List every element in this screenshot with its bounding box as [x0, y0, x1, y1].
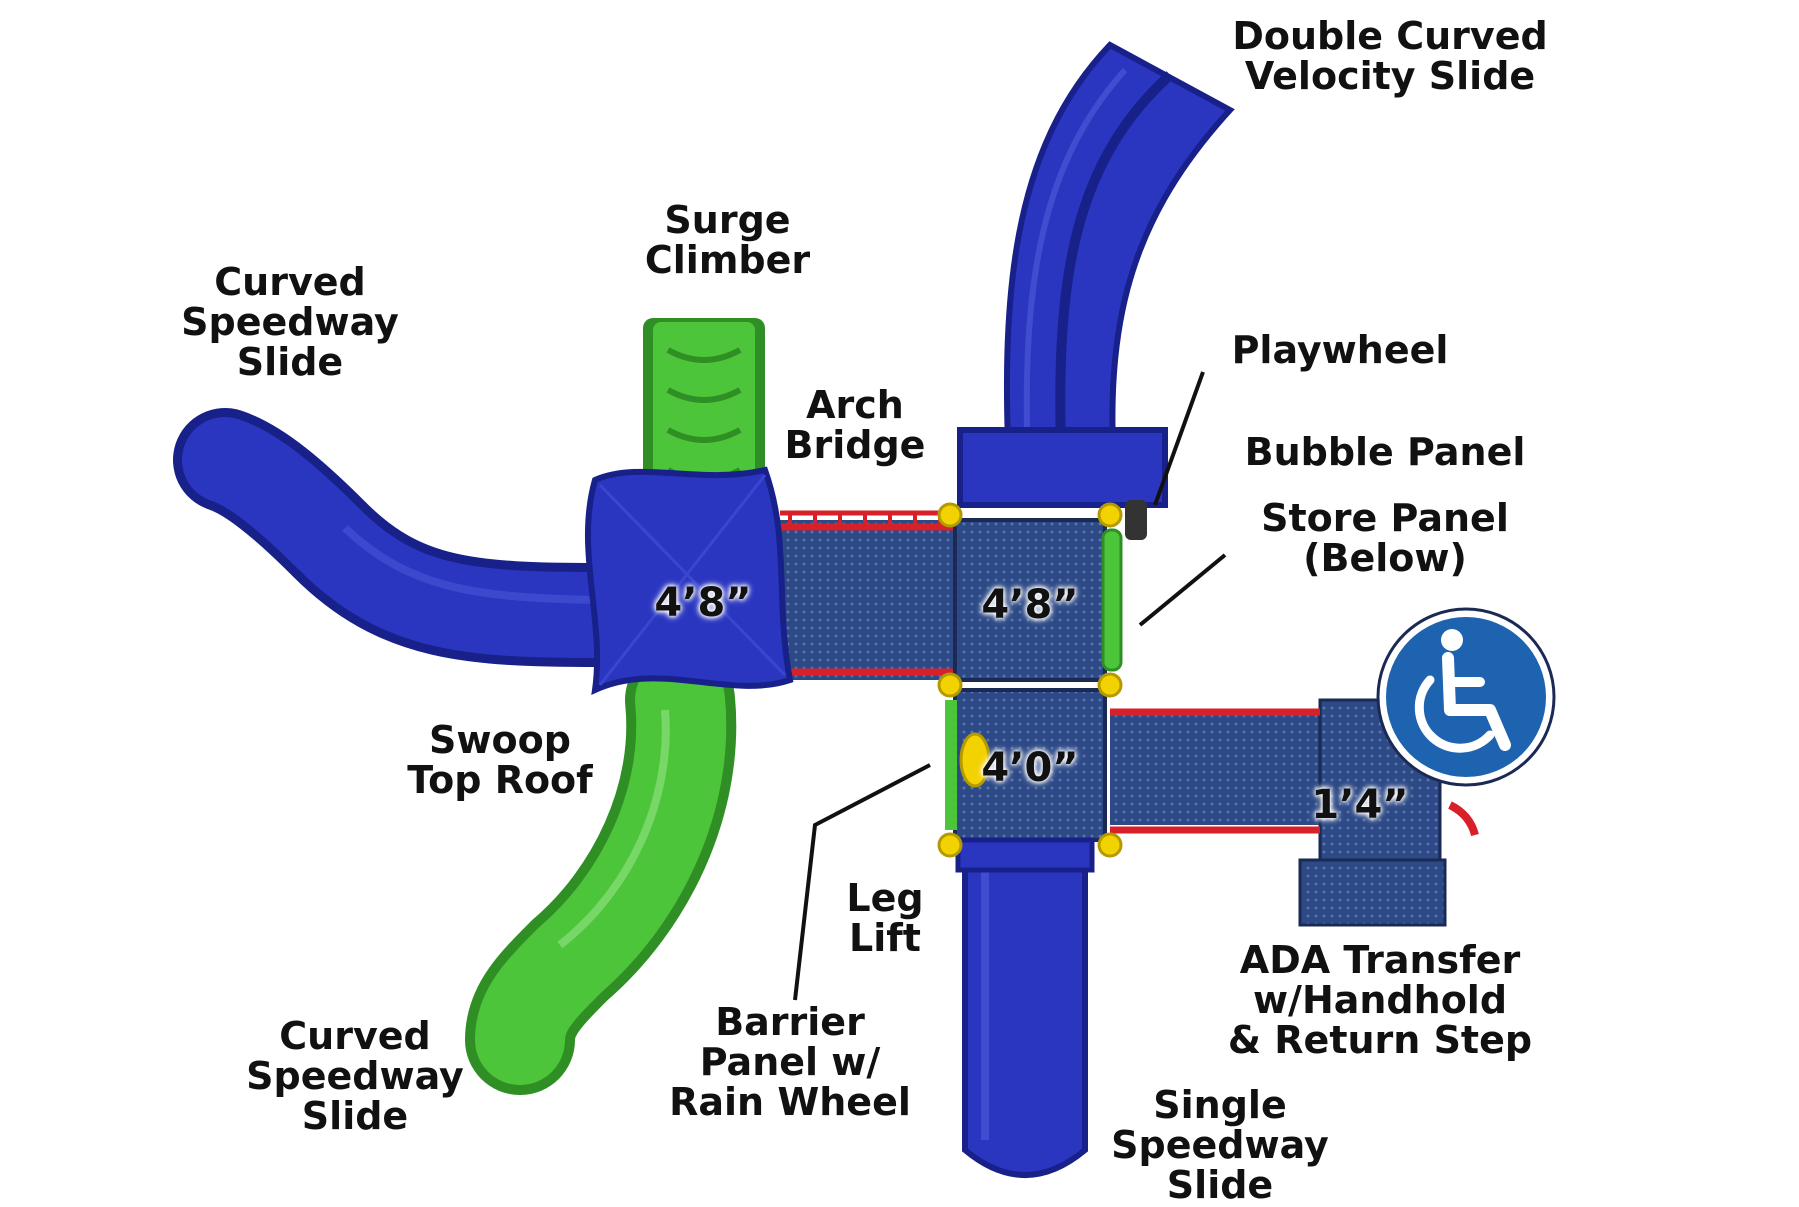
curved-speedway-slide-top: [173, 408, 652, 667]
center-deck-height: 4’8”: [981, 582, 1079, 628]
double-curved-velocity-slide: [957, 41, 1235, 508]
lower-deck-height: 4’0”: [981, 745, 1079, 791]
playwheel: [1125, 500, 1147, 540]
swoop-top-roof: [584, 466, 794, 696]
leader-lines: [793, 371, 1227, 1001]
curved-speedway-slide-bottom: [465, 645, 737, 1095]
bubble-panel: [1101, 528, 1123, 672]
center-deck: [953, 518, 1107, 682]
transfer-height: 1’4”: [1311, 782, 1409, 828]
surge-climber: [643, 318, 765, 518]
single-speedway-slide: [955, 837, 1095, 1178]
label-store-panel: Store Panel(Below): [1261, 496, 1509, 580]
arch-bridge: [780, 510, 960, 680]
roof-deck-height: 4’8”: [654, 580, 752, 626]
wheelchair-icon: [1376, 607, 1556, 787]
label-bubble-panel: Bubble Panel: [1244, 430, 1526, 474]
label-playwheel: Playwheel: [1231, 328, 1449, 372]
posts: [937, 502, 1123, 858]
rain-wheel: [945, 700, 991, 830]
